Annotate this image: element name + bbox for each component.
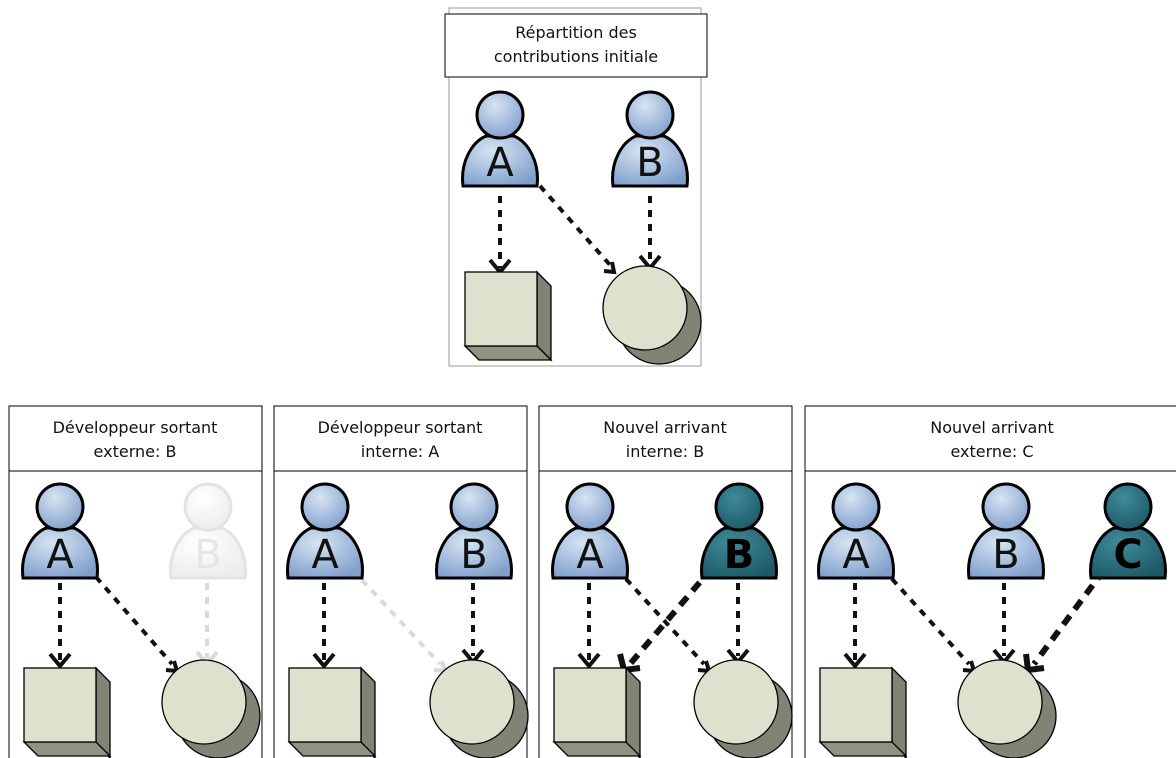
developer-letter: B [724, 532, 755, 578]
developer-a-icon: A [817, 482, 895, 580]
panel-title-line1: Développeur sortant [318, 418, 483, 437]
arrow-a-to-module [312, 583, 336, 670]
developer-b-highlight-icon: B [700, 482, 778, 580]
module-circle [602, 265, 702, 365]
arrow-a-to-circle [890, 577, 977, 674]
module-cube [818, 666, 908, 758]
arrow-a-to-circle [94, 575, 180, 674]
developer-b-icon: B [611, 90, 689, 188]
panel-frame [273, 405, 528, 758]
arrow-b-to-module-bold [617, 566, 715, 674]
developer-a-icon: A [551, 482, 629, 580]
panel-internal-leaver: Développeur sortant interne: A A [273, 405, 529, 758]
module-cube [287, 666, 377, 758]
developer-c-highlight-icon: C [1089, 482, 1167, 580]
arrow-a-to-module [843, 583, 867, 670]
panel-title-line1: Développeur sortant [53, 418, 218, 437]
developer-a-icon: A [461, 90, 539, 188]
panel-internal-newcomer: Nouvel arrivant interne: B [538, 405, 793, 758]
developer-a-icon: A [21, 482, 99, 580]
developer-letter: B [194, 532, 221, 578]
arrow-c-to-circle-bold [1023, 568, 1107, 674]
developer-letter: A [46, 532, 74, 578]
developer-letter: A [486, 140, 514, 186]
panel-title-line2: contributions initiale [494, 47, 658, 66]
arrow-a-to-module [488, 196, 512, 276]
panel-title-line2: interne: B [626, 442, 704, 461]
panel-initial: Répartition des contributions initiale [444, 7, 708, 367]
arrow-a-to-circle [538, 184, 617, 275]
developer-letter: B [460, 532, 487, 578]
module-cube [463, 270, 553, 362]
arrow-b-to-circle [726, 583, 750, 666]
panel-title-line2: interne: A [361, 442, 439, 461]
panel-frame [448, 7, 702, 367]
developer-b-icon: B [967, 482, 1045, 580]
panel-title-line2: externe: B [94, 442, 177, 461]
arrow-b-to-circle [638, 196, 662, 272]
panel-title-line1: Nouvel arrivant [603, 418, 727, 437]
panel-title-line1: Nouvel arrivant [930, 418, 1054, 437]
panel-external-leaver: Développeur sortant externe: B A [8, 405, 263, 758]
developer-a-icon: A [286, 482, 364, 580]
developer-letter: B [636, 140, 663, 186]
panel-frame [538, 405, 793, 758]
panel-frame [804, 405, 1176, 758]
panel-title-line2: externe: C [950, 442, 1033, 461]
developer-b-icon: B [435, 482, 513, 580]
panel-external-newcomer: Nouvel arrivant externe: C [804, 405, 1176, 758]
module-circle [957, 659, 1057, 758]
panel-frame [8, 405, 263, 758]
developer-letter: A [311, 532, 339, 578]
panel-title-line1: Répartition des [515, 23, 637, 42]
panel-title-box [444, 13, 708, 78]
arrow-a-to-module [577, 583, 601, 670]
developer-b-faded-icon: B [169, 482, 247, 580]
developer-letter: C [1113, 532, 1142, 578]
developer-letter: A [576, 532, 604, 578]
module-cube [22, 666, 112, 758]
developer-letter: B [992, 532, 1019, 578]
developer-letter: A [842, 532, 870, 578]
arrow-b-to-circle [992, 583, 1016, 666]
module-circle [161, 659, 261, 758]
arrow-b-to-circle [461, 583, 485, 666]
module-circle [693, 659, 793, 758]
module-cube [552, 666, 642, 758]
arrow-b-to-circle-faded [195, 583, 219, 668]
arrow-a-to-module [48, 583, 72, 670]
arrow-a-to-circle-faded [360, 578, 448, 674]
module-circle [429, 659, 529, 758]
